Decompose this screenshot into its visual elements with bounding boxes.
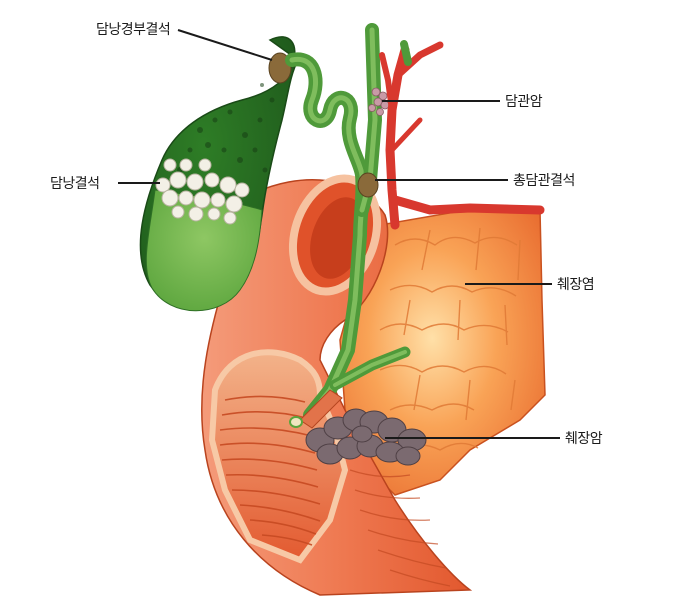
label-gallstones: 담낭결석 — [50, 176, 100, 192]
leader-lines — [118, 29, 560, 439]
pancreatic-tumor — [305, 408, 427, 466]
label-pancreatitis: 췌장염 — [557, 277, 595, 293]
label-pancreatic-cancer: 췌장암 — [565, 431, 603, 447]
hepatic-artery — [379, 41, 545, 230]
bile-duct-tumor — [368, 87, 390, 116]
cbd-stone — [357, 172, 379, 198]
gallstones-cluster — [155, 158, 250, 225]
label-bile-duct-cancer: 담관암 — [505, 94, 543, 110]
bile-ducts — [285, 23, 411, 429]
label-gallbladder-neck-stone: 담낭경부결석 — [96, 22, 171, 38]
duodenum — [201, 174, 473, 596]
label-common-bile-duct-stone: 총담관결석 — [513, 173, 575, 189]
